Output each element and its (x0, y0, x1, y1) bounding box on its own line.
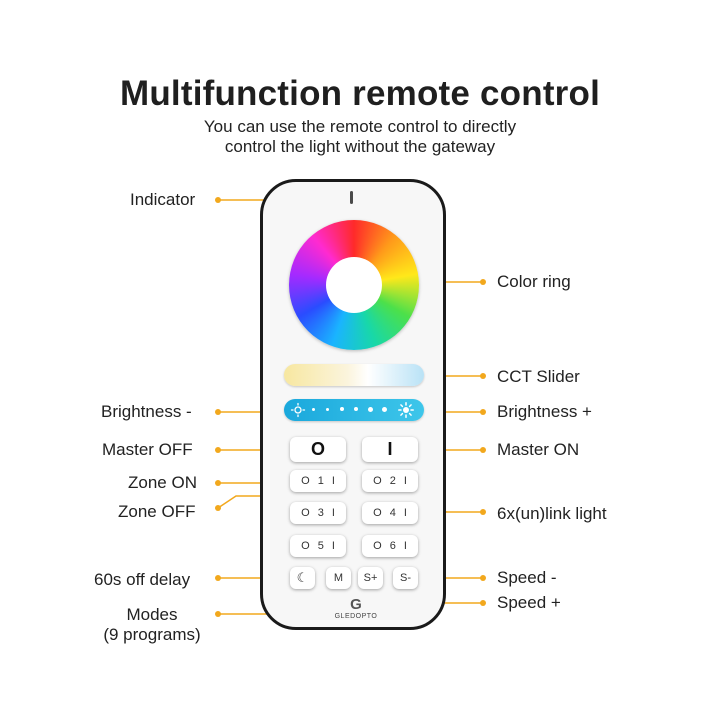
brand-name: GLEDOPTO (334, 613, 378, 620)
label-zone-on: Zone ON (128, 473, 197, 492)
zone-4-button[interactable]: O 4 I (362, 502, 418, 524)
label-brightness-plus: Brightness + (497, 402, 592, 421)
brightness-high-icon[interactable] (398, 402, 414, 418)
brightness-step-dot (340, 407, 344, 411)
callout-dot-link-light (480, 509, 486, 515)
zone-number: 6 (389, 540, 396, 552)
label-zone-off: Zone OFF (118, 502, 196, 521)
zone-off-symbol[interactable]: O (301, 540, 310, 552)
subtitle-line-2: control the light without the gateway (224, 137, 496, 156)
moon-icon: ☾ (296, 570, 309, 585)
page-title: Multifunction remote control (119, 74, 600, 113)
zone-on-symbol[interactable]: I (331, 475, 335, 487)
label-speed-plus: Speed + (497, 593, 561, 612)
speed-plus-button[interactable]: S+ (358, 567, 383, 589)
zone-off-symbol[interactable]: O (301, 475, 310, 487)
label-modes-line1: Modes (126, 605, 178, 624)
zone-3-button[interactable]: O 3 I (290, 502, 346, 524)
zone-on-symbol[interactable]: I (403, 507, 407, 519)
brightness-step-dot (382, 407, 387, 412)
zone-off-symbol[interactable]: O (373, 475, 382, 487)
label-brightness-minus: Brightness - (101, 402, 192, 421)
brightness-slider[interactable] (284, 399, 424, 421)
zone-on-symbol[interactable]: I (403, 540, 407, 552)
zone-on-symbol[interactable]: I (331, 507, 335, 519)
callout-dot-zone-on (215, 480, 221, 486)
master-on-button[interactable]: I (362, 437, 418, 462)
label-off-delay: 60s off delay (94, 570, 191, 589)
label-master-off: Master OFF (102, 440, 193, 459)
subtitle-line-1: You can use the remote control to direct… (203, 117, 517, 136)
brightness-step-dot (354, 407, 358, 411)
zone-off-symbol[interactable]: O (373, 507, 382, 519)
brightness-step-dot (326, 408, 329, 411)
zone-off-symbol[interactable]: O (373, 540, 382, 552)
zone-number: 3 (317, 507, 324, 519)
label-link-light: 6x(un)link light (497, 504, 607, 523)
zone-number: 5 (317, 540, 324, 552)
callout-dot-modes (215, 611, 221, 617)
zone-1-button[interactable]: O 1 I (290, 470, 346, 492)
zone-off-symbol[interactable]: O (301, 507, 310, 519)
callout-dot-brightness-minus (215, 409, 221, 415)
zone-2-button[interactable]: O 2 I (362, 470, 418, 492)
callout-dot-color-ring (480, 279, 486, 285)
zone-number: 2 (389, 475, 396, 487)
callout-dot-zone-off (215, 505, 221, 511)
zone-on-symbol[interactable]: I (403, 475, 407, 487)
speed-minus-button[interactable]: S- (393, 567, 418, 589)
callout-dot-speed-minus (480, 575, 486, 581)
callout-dot-brightness-plus (480, 409, 486, 415)
off-delay-button[interactable]: ☾ (290, 567, 315, 589)
brightness-step-dot (312, 408, 315, 411)
callout-dot-speed-plus (480, 600, 486, 606)
label-color-ring: Color ring (497, 272, 571, 291)
label-indicator: Indicator (130, 190, 196, 209)
zone-number: 1 (317, 475, 324, 487)
callout-dot-off-delay (215, 575, 221, 581)
brightness-low-icon[interactable] (290, 402, 306, 418)
callout-dot-indicator (215, 197, 221, 203)
callout-dot-master-off (215, 447, 221, 453)
cct-slider[interactable] (284, 364, 424, 386)
brand-logo: G GLEDOPTO (333, 596, 379, 622)
indicator-led (350, 191, 353, 204)
callout-dot-cct (480, 373, 486, 379)
color-ring-center (326, 257, 382, 313)
zone-number: 4 (389, 507, 396, 519)
master-off-button[interactable]: O (290, 437, 346, 462)
mode-button[interactable]: M (326, 567, 351, 589)
zone-5-button[interactable]: O 5 I (290, 535, 346, 557)
zone-6-button[interactable]: O 6 I (362, 535, 418, 557)
label-modes-line2: (9 programs) (103, 625, 201, 644)
label-master-on: Master ON (497, 440, 580, 459)
callout-dot-master-on (480, 447, 486, 453)
label-speed-minus: Speed - (497, 568, 557, 587)
brand-mark-icon: G (350, 596, 362, 613)
label-modes: Modes (9 programs) (92, 605, 212, 645)
brightness-step-dot (368, 407, 373, 412)
zone-on-symbol[interactable]: I (331, 540, 335, 552)
label-cct-slider: CCT Slider (497, 367, 580, 386)
